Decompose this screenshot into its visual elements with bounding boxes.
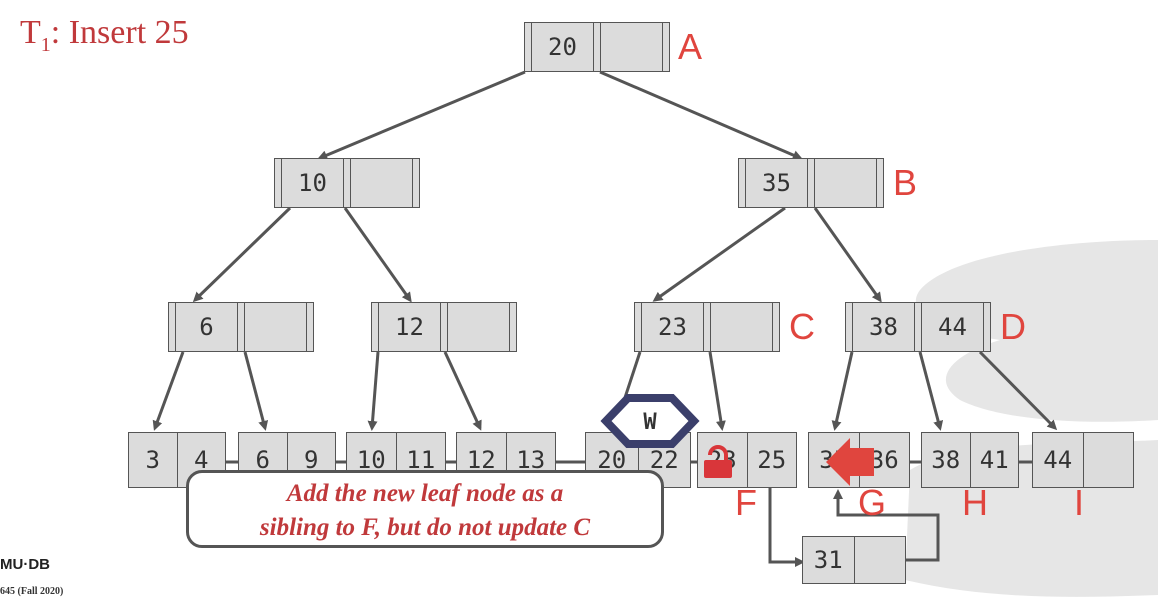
node-key: 38: [852, 303, 915, 351]
leaf-h: 38 41: [921, 432, 1019, 488]
node-6: 6: [168, 302, 314, 352]
node-label-h: H: [962, 482, 988, 523]
node-a: 20: [524, 22, 670, 72]
node-label-f: F: [735, 482, 757, 523]
edge-n12-l4: [443, 351, 482, 431]
slide-title: T1: Insert 25: [20, 14, 189, 56]
node-key: 44: [921, 303, 984, 351]
node-label-d: D: [1000, 306, 1026, 347]
leaf-key: 38: [922, 433, 971, 487]
leaf-i: 44: [1032, 432, 1134, 488]
leaf-key: 36: [869, 446, 899, 474]
edge-n6-l2: [243, 351, 269, 431]
callout-note: Add the new leaf node as a sibling to F,…: [186, 470, 664, 548]
node-label-a: A: [678, 26, 703, 67]
leaf-new: 31: [802, 536, 906, 584]
node-key: 20: [531, 23, 594, 71]
edge-c-f: [708, 351, 726, 431]
leaf-4: 12 13: [456, 432, 556, 488]
callout-line-1: Add the new leaf node as a: [286, 480, 564, 507]
leaf-key: 25: [757, 446, 787, 474]
leaf-key: 10: [347, 433, 397, 487]
edge-d-g: [831, 351, 854, 431]
node-label-i: I: [1074, 482, 1085, 523]
node-b: 35: [738, 158, 884, 208]
leaf-key: 20: [586, 433, 639, 487]
leaf-key: 44: [1033, 433, 1084, 487]
leaf-key: 22: [649, 446, 679, 474]
node-key: 35: [745, 159, 808, 207]
leaf-key: 11: [406, 446, 436, 474]
edge-a-n10: [317, 70, 526, 160]
leaf-key: 41: [979, 446, 1009, 474]
edge-d-i: [978, 350, 1058, 431]
node-10: 10: [274, 158, 420, 208]
node-key: [710, 303, 773, 351]
node-label-c: C: [789, 306, 815, 347]
node-key: [600, 23, 663, 71]
latch-label: W: [643, 409, 657, 435]
edge-d-h: [918, 351, 944, 431]
edge-n6-l1: [152, 351, 185, 431]
edge-n12-l3: [367, 351, 380, 431]
edge-b-d: [813, 207, 882, 303]
leaf-key: 13: [516, 446, 546, 474]
leaf-key: 9: [304, 446, 319, 474]
edge-n10-n12: [343, 207, 412, 303]
node-key: [447, 303, 510, 351]
leaf-key: 3: [129, 433, 178, 487]
node-key: [350, 159, 413, 207]
leaf-key: 4: [194, 446, 209, 474]
leaf-key: 6: [239, 433, 288, 487]
leaf-key: 12: [457, 433, 507, 487]
node-key: 10: [281, 159, 344, 207]
footer-course: 645 (Fall 2020): [0, 586, 64, 597]
node-12: 12: [371, 302, 517, 352]
footer-logo: MU·DB: [0, 556, 50, 573]
node-key: [244, 303, 307, 351]
node-key: [814, 159, 877, 207]
node-key: 6: [175, 303, 238, 351]
leaf-key: 31: [803, 537, 855, 583]
node-key: 12: [378, 303, 441, 351]
callout-line-2: sibling to F, but do not update C: [259, 514, 591, 541]
edge-f-new: [768, 488, 805, 567]
edge-n10-n6: [192, 206, 292, 303]
edge-new-g: [833, 489, 940, 562]
edge-a-b: [599, 70, 803, 160]
node-key: 23: [641, 303, 704, 351]
node-d: 38 44: [845, 302, 991, 352]
node-c: 23: [634, 302, 780, 352]
node-label-b: B: [893, 162, 918, 203]
node-label-g: G: [858, 482, 887, 523]
edge-b-c: [652, 206, 786, 302]
